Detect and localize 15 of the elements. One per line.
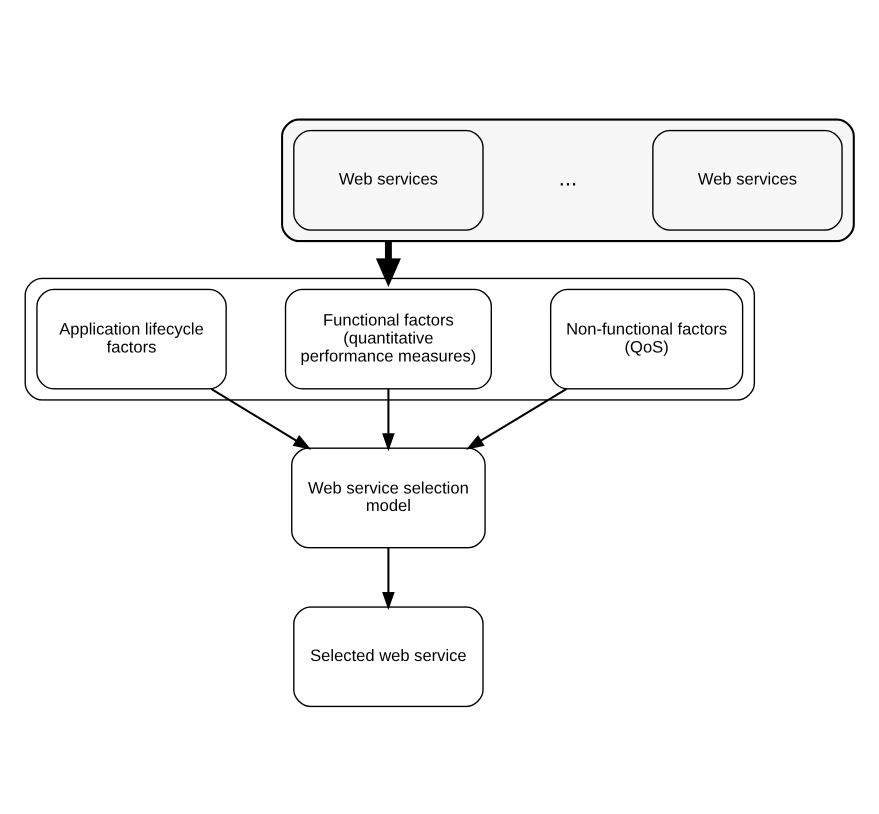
arrow — [466, 388, 567, 450]
node-box: Web services — [652, 129, 843, 230]
node-box: Web service selection model — [291, 447, 486, 548]
node-box: Selected web service — [293, 606, 484, 707]
node-box: Non-functional factors (QoS) — [550, 288, 744, 390]
arrow — [210, 388, 312, 450]
cluster — [24, 277, 756, 400]
arrow — [382, 547, 395, 610]
node-box: Functional factors (quantitative performance measures) — [284, 288, 492, 390]
arrow — [382, 388, 395, 451]
arrow — [376, 240, 401, 286]
label: ... — [558, 165, 578, 190]
node-box: Application lifecycle factors — [36, 288, 227, 390]
cluster — [281, 118, 855, 242]
node-box: Web services — [293, 129, 484, 230]
